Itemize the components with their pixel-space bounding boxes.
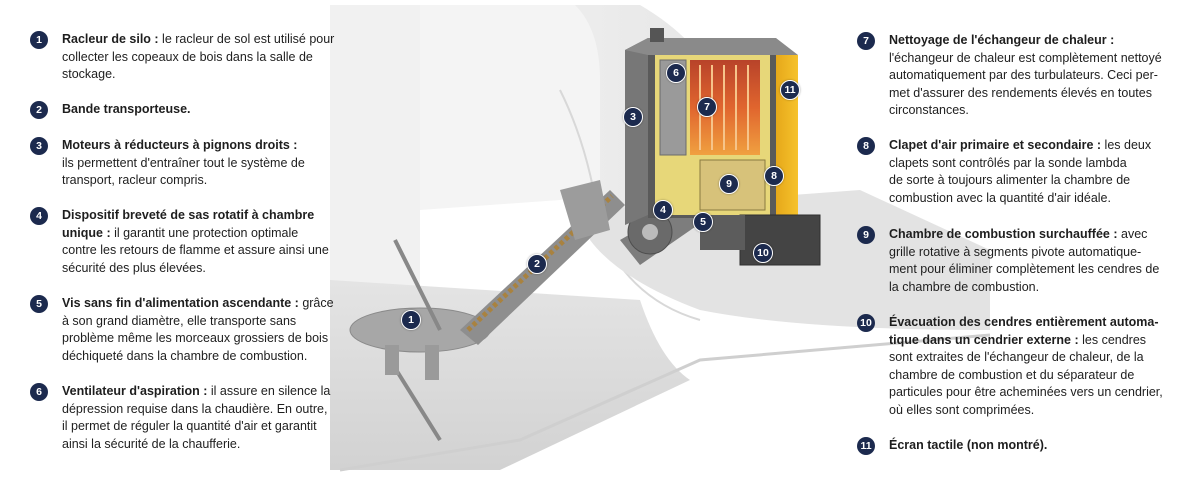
item-text: déchiqueté dans la chambre de combustion…: [62, 348, 308, 363]
item-text: contre les retours de flamme et assure a…: [62, 243, 329, 257]
item-text: grâce: [298, 296, 334, 310]
number-badge: 2: [30, 101, 48, 119]
marker-4: 4: [653, 200, 673, 220]
item-title: Moteurs à réducteurs à pignons droits :: [62, 138, 298, 152]
marker-2: 2: [527, 254, 547, 274]
item-text: il assure en silence la: [207, 384, 331, 398]
item-text: automatiquement par des turbulateurs. Ce…: [889, 68, 1158, 82]
number-badge: 5: [30, 295, 48, 313]
item-text: à son grand diamètre, elle transporte sa…: [62, 313, 297, 328]
item-text: ils permettent d'entraîner tout le systè…: [62, 155, 305, 170]
boiler-left-panel: [625, 38, 648, 225]
item-text: chambre de combustion et du séparateur d…: [889, 367, 1135, 382]
number-badge: 8: [857, 137, 875, 155]
scraper-foot-1: [385, 345, 399, 375]
boiler-yellow-panel: [776, 55, 798, 215]
item-title: Racleur de silo :: [62, 32, 159, 46]
item-title: Clapet d'air primaire et secondaire :: [889, 138, 1102, 152]
item-title: Ventilateur d'aspiration :: [62, 384, 208, 398]
item-text: il garantit une protection optimale: [110, 225, 299, 240]
item-text: stockage.: [62, 67, 116, 81]
item-4: 4 Dispositif breveté de sas rotatif à ch…: [30, 207, 329, 277]
turbulator-tubes: [699, 65, 749, 150]
item-text: transport, racleur compris.: [62, 173, 208, 187]
item-text: ainsi la sécurité de la chaufferie.: [62, 436, 241, 451]
item-text: sécurité des plus élevées.: [62, 260, 206, 275]
item-text: les cendres: [1078, 332, 1147, 347]
item-text: clapets sont contrôlés par la sonde lamb…: [889, 155, 1127, 170]
ash-bin: [739, 214, 821, 266]
boiler-room-wall: [420, 5, 600, 210]
item-title: Écran tactile (non montré).: [889, 438, 1048, 452]
number-badge: 3: [30, 137, 48, 155]
item-title: Vis sans fin d'alimentation ascendante :: [62, 296, 299, 310]
item-text: l'échangeur de chaleur est complètement …: [889, 50, 1162, 65]
item-text: de sorte à toujours alimenter la chambre…: [889, 173, 1131, 187]
number-badge: 11: [857, 437, 875, 455]
floor-edge: [339, 333, 991, 472]
number-badge: 10: [857, 314, 875, 332]
item-text: particules pour être acheminées vers un …: [889, 385, 1163, 399]
item-text: il permet de réguler la quantité d'air e…: [62, 419, 317, 433]
item-text: les deux: [1101, 138, 1152, 152]
item-title: Bande transporteuse.: [62, 102, 191, 116]
number-badge: 1: [30, 31, 48, 49]
item-text: ment pour éliminer complètement les cend…: [889, 262, 1160, 276]
marker-8: 8: [764, 166, 784, 186]
scraper-arm-1: [393, 239, 442, 331]
boiler-top: [625, 38, 798, 55]
item-text: avec: [1117, 227, 1148, 241]
item-text: problème même les morceaux grossiers de …: [62, 331, 329, 345]
item-text: le racleur de sol est utilisé pour: [158, 32, 335, 46]
marker-10: 10: [753, 243, 773, 263]
item-text: combustion avec la quantité d'air idéale…: [889, 190, 1111, 205]
marker-9: 9: [719, 174, 739, 194]
item-text: sont extraites de l'échangeur de chaleur…: [889, 350, 1144, 364]
item-5: 5 Vis sans fin d'alimentation ascendante…: [30, 295, 334, 365]
item-9: 9 Chambre de combustion surchauffée : av…: [857, 226, 1160, 296]
item-title: Évacuation des cendres entièrement autom…: [889, 315, 1159, 329]
rotary-valve-hub: [642, 224, 658, 240]
item-2: 2 Bande transporteuse.: [30, 101, 191, 119]
item-title: Nettoyage de l'échangeur de chaleur :: [889, 33, 1115, 47]
marker-1: 1: [401, 310, 421, 330]
number-badge: 9: [857, 226, 875, 244]
marker-11: 11: [780, 80, 800, 100]
marker-7: 7: [697, 97, 717, 117]
item-3: 3 Moteurs à réducteurs à pignons droits …: [30, 137, 305, 190]
number-badge: 4: [30, 207, 48, 225]
number-badge: 6: [30, 383, 48, 401]
item-6: 6 Ventilateur d'aspiration : il assure e…: [30, 383, 331, 453]
marker-6: 6: [666, 63, 686, 83]
item-text: dépression requise dans la chaudière. En…: [62, 401, 328, 416]
item-1: 1 Racleur de silo : le racleur de sol es…: [30, 31, 335, 84]
number-badge: 7: [857, 32, 875, 50]
item-text: circonstances.: [889, 103, 969, 117]
item-title-cont: tique dans un cendrier externe :: [889, 332, 1079, 347]
item-8: 8 Clapet d'air primaire et secondaire : …: [857, 137, 1152, 207]
marker-5: 5: [693, 212, 713, 232]
item-text: la chambre de combustion.: [889, 279, 1040, 294]
scraper-foot-2: [425, 345, 439, 380]
item-title: Chambre de combustion surchauffée :: [889, 227, 1118, 241]
chimney-stub: [650, 28, 664, 42]
hopper: [560, 180, 610, 240]
item-text: met d'assurer des rendements élevés en t…: [889, 85, 1152, 100]
item-title: Dispositif breveté de sas rotatif à cham…: [62, 208, 315, 222]
item-10: 10 Évacuation des cendres entièrement au…: [857, 314, 1163, 419]
item-11: 11 Écran tactile (non montré).: [857, 437, 1048, 455]
item-text: où elles sont comprimées.: [889, 402, 1035, 417]
item-title-cont: unique :: [62, 225, 111, 240]
item-text: collecter les copeaux de bois dans la sa…: [62, 49, 313, 64]
item-text: grille rotative à segments pivote automa…: [889, 244, 1142, 259]
item-7: 7 Nettoyage de l'échangeur de chaleur : …: [857, 32, 1162, 120]
marker-3: 3: [623, 107, 643, 127]
